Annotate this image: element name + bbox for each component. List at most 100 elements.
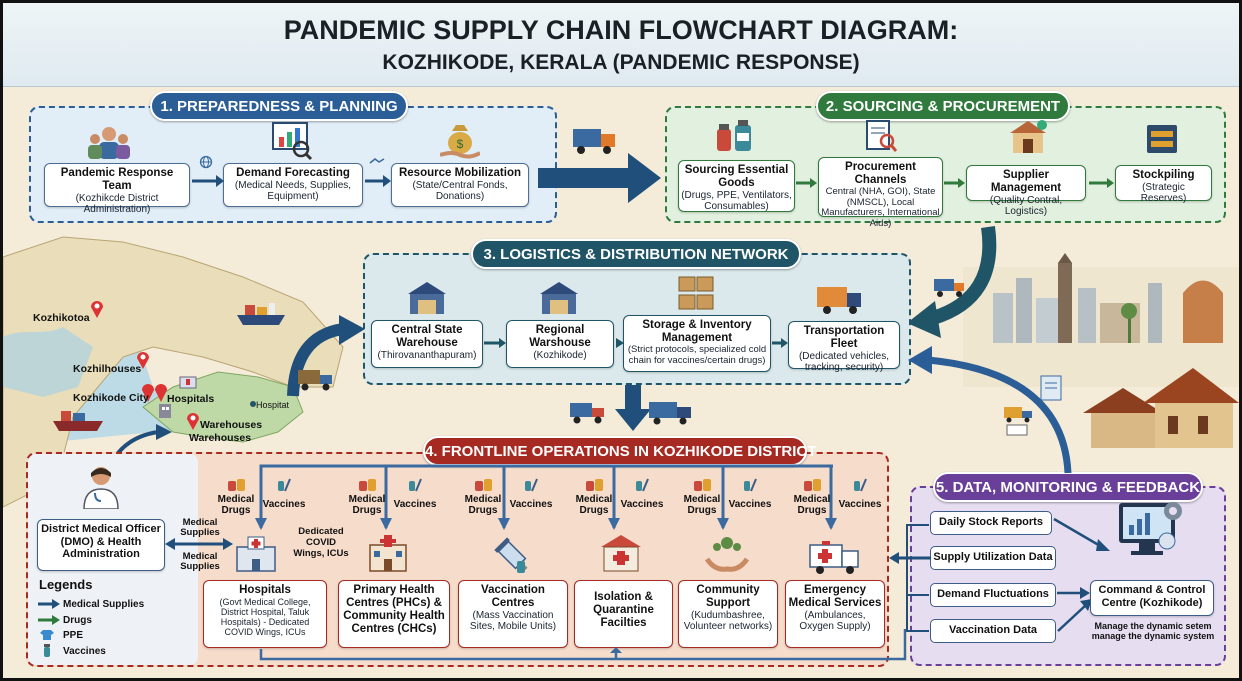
vial-icon: [44, 644, 50, 657]
vaccine-vial-icon: [278, 478, 291, 492]
forecast-chart-icon: [272, 122, 313, 161]
map-label-hospitat: Hospitat: [256, 400, 290, 410]
medical-drugs-label: Medical Drugs: [464, 494, 502, 516]
doctor-icon: [83, 467, 119, 509]
medical-drugs-label: Medical Drugs: [575, 494, 613, 516]
flow-arrow-2-to-3: [907, 226, 997, 338]
legend-label-ppe: PPE: [63, 630, 84, 641]
stockpile-box-icon: [1147, 125, 1177, 153]
box-pandemic-response-team: Pandemic Response Team(Kozhikcde Distric…: [44, 163, 190, 215]
map-pin-icon: [187, 413, 199, 430]
box-supplier-management: Supplier Management(Quality Contral, Log…: [966, 165, 1086, 217]
data-collection-line: [906, 524, 929, 632]
vaccine-vial-icon: [854, 478, 867, 492]
legend-label-medical-supplies: Medical Supplies: [63, 599, 145, 610]
arrow-right-icon: [1089, 178, 1114, 188]
data-feed-arrows: [1053, 517, 1110, 551]
box-dmo: District Medical Officer (DMO) & Health …: [37, 519, 165, 571]
cargo-ship-icon: [53, 411, 103, 431]
hospital-small-icon: [179, 376, 197, 389]
vaccines-label: Vaccines: [393, 499, 437, 510]
map-label-kozhikode-city: Kozhikode City: [73, 392, 149, 404]
vaccines-label: Vaccines: [728, 499, 772, 510]
cargo-ship-icon: [237, 303, 285, 325]
arrow-right-icon: [772, 338, 788, 348]
truck-icon: [573, 129, 615, 154]
medical-drugs-label: Medical Drugs: [793, 494, 831, 516]
box-vaccination-centres: Vaccination Centres(Mass Vaccination Sit…: [458, 580, 568, 648]
drug-pack-icon: [228, 479, 245, 491]
data-feed-arrows: [1057, 599, 1092, 632]
arrow-bidirectional-icon: [165, 538, 233, 550]
vaccine-vial-icon: [525, 478, 538, 492]
syringe-icon: [494, 537, 528, 573]
vaccines-label: Vaccines: [509, 499, 553, 510]
flow-arrow-3-to-4: [615, 385, 651, 431]
legend-arrow-blue-icon: [38, 599, 60, 609]
team-icon: [88, 127, 130, 159]
money-bag-icon: $: [440, 125, 480, 159]
svg-text:$: $: [457, 137, 464, 151]
arrow-right-icon: [616, 338, 624, 348]
community-hands-icon: [705, 537, 749, 572]
arrow-right-icon: [796, 178, 817, 188]
box-phc-chc: Primary Health Centres (PHCs) & Communit…: [338, 580, 450, 648]
arrow-right-icon: [1057, 587, 1090, 599]
box-command-control-centre: Command & Control Centre (Kozhikode): [1090, 580, 1214, 616]
data-item-daily-stock-reports: Daily Stock Reports: [930, 511, 1052, 535]
arrow-right-icon: [365, 175, 391, 187]
flow-arrow-1-to-2: [538, 153, 661, 203]
drug-vaccine-group: Medical Drugs Vaccines: [456, 477, 556, 522]
vaccine-vial-icon: [636, 478, 649, 492]
truck-icon: [649, 402, 691, 425]
truck-icon: [570, 403, 604, 424]
drug-pack-icon: [475, 479, 492, 491]
note-manage-2: manage the dynamic system: [1091, 631, 1215, 641]
map-pin-icon: [91, 301, 103, 318]
feedback-arrow-5-to-3: [908, 346, 1072, 474]
isolation-facility-icon: [601, 535, 641, 572]
vaccines-label: Vaccines: [838, 499, 882, 510]
medical-drugs-label: Medical Drugs: [348, 494, 386, 516]
truck-icon: [934, 279, 964, 297]
box-isolation-quarantine: Isolation & Quarantine Facilties: [574, 580, 673, 648]
document-search-icon: [866, 120, 898, 152]
globe-icon: [199, 155, 213, 169]
inventory-boxes-icon: [678, 276, 714, 310]
warehouse-icon: [408, 282, 446, 314]
city-skyline-icon: [993, 253, 1223, 343]
map-pin-icon: [137, 352, 149, 369]
section-preparedness-heading: 1. PREPAREDNESS & PLANNING: [150, 91, 408, 121]
box-community-support: Community Support(Kudumbashree, Voluntee…: [678, 580, 778, 648]
arrow-right-icon: [192, 175, 224, 187]
building-small-icon: [159, 404, 171, 418]
title-band: PANDEMIC SUPPLY CHAIN FLOWCHART DIAGRAM:…: [3, 3, 1239, 87]
legend-arrow-green-icon: [38, 615, 60, 625]
medicine-bottles-icon: [717, 120, 751, 151]
box-emergency-medical: Emergency Medical Services(Ambulances, O…: [785, 580, 885, 648]
data-item-demand-fluctuations: Demand Fluctuations: [930, 583, 1056, 607]
truck-icon: [298, 370, 332, 391]
map-label-warehouses-2: Warehouses: [189, 432, 252, 444]
legend-label-drugs: Drugs: [63, 615, 92, 626]
box-stockpiling: Stockpiling(Strategic Reserves): [1115, 165, 1212, 204]
section-data-heading: 5. DATA, MONITORING & FEEDBACK: [933, 472, 1203, 502]
arrow-right-icon: [944, 178, 965, 188]
vaccine-vial-icon: [409, 478, 422, 492]
supplier-store-icon: [1010, 120, 1047, 153]
box-transportation-fleet: Transportation Fleet(Dedicated vehicles,…: [788, 321, 900, 373]
hospital-icon: [236, 536, 276, 572]
handshake-icon: [369, 158, 385, 164]
warehouse-icon: [540, 282, 578, 314]
section-sourcing-heading: 2. SOURCING & PROCUREMENT: [816, 91, 1070, 121]
truck-icon: [1004, 407, 1032, 436]
label-medical-supplies-2: Medical Supplies: [180, 551, 220, 572]
box-sourcing-essential-goods: Sourcing Essential Goods(Drugs, PPE, Ven…: [678, 160, 795, 212]
clipboard-icon: [1040, 375, 1062, 401]
box-central-state-warehouse: Central State Warehouse(Thirovananthapur…: [371, 320, 483, 368]
